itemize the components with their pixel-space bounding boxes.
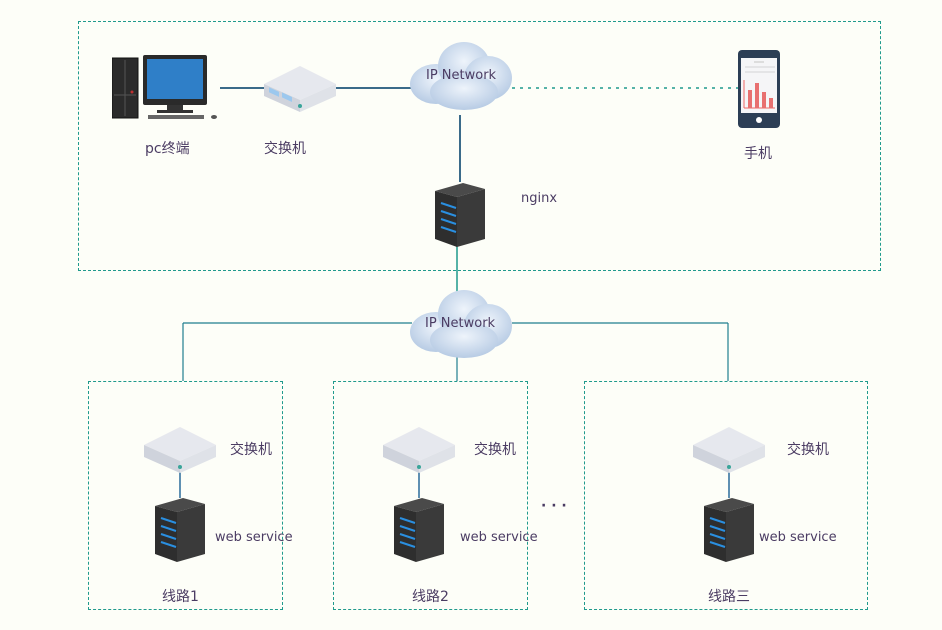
- nginx-label: nginx: [521, 191, 558, 206]
- switch-icon[interactable]: [262, 62, 338, 114]
- nginx-server-icon[interactable]: [433, 181, 489, 249]
- middle-cloud-icon[interactable]: [406, 284, 516, 362]
- line3-name: 线路三: [708, 589, 750, 605]
- middle-cloud-label: IP Network: [425, 316, 496, 331]
- line3-switch-label: 交换机: [787, 442, 829, 458]
- line1-name: 线路1: [162, 589, 199, 605]
- phone-icon[interactable]: [738, 50, 782, 130]
- line1-server-icon[interactable]: [153, 496, 209, 564]
- line2-switch-label: 交换机: [474, 442, 516, 458]
- switch-label: 交换机: [264, 141, 306, 157]
- line2-name: 线路2: [412, 589, 449, 605]
- phone-label: 手机: [744, 146, 772, 162]
- line3-zone: [584, 381, 868, 610]
- line3-switch-icon[interactable]: [691, 423, 767, 475]
- line2-zone: [333, 381, 528, 610]
- line1-server-label: web service: [215, 530, 293, 545]
- ellipsis: · · ·: [541, 498, 567, 514]
- line1-switch-icon[interactable]: [142, 423, 218, 475]
- cloud-label: IP Network: [426, 68, 497, 83]
- top-zone: [78, 21, 881, 271]
- cloud-icon[interactable]: [406, 36, 516, 114]
- line2-server-icon[interactable]: [392, 496, 448, 564]
- line2-switch-icon[interactable]: [381, 423, 457, 475]
- pc-label: pc终端: [145, 141, 190, 157]
- line1-switch-label: 交换机: [230, 442, 272, 458]
- line1-zone: [88, 381, 283, 610]
- line2-server-label: web service: [460, 530, 538, 545]
- pc-icon[interactable]: [112, 55, 222, 123]
- line3-server-icon[interactable]: [702, 496, 758, 564]
- line3-server-label: web service: [759, 530, 837, 545]
